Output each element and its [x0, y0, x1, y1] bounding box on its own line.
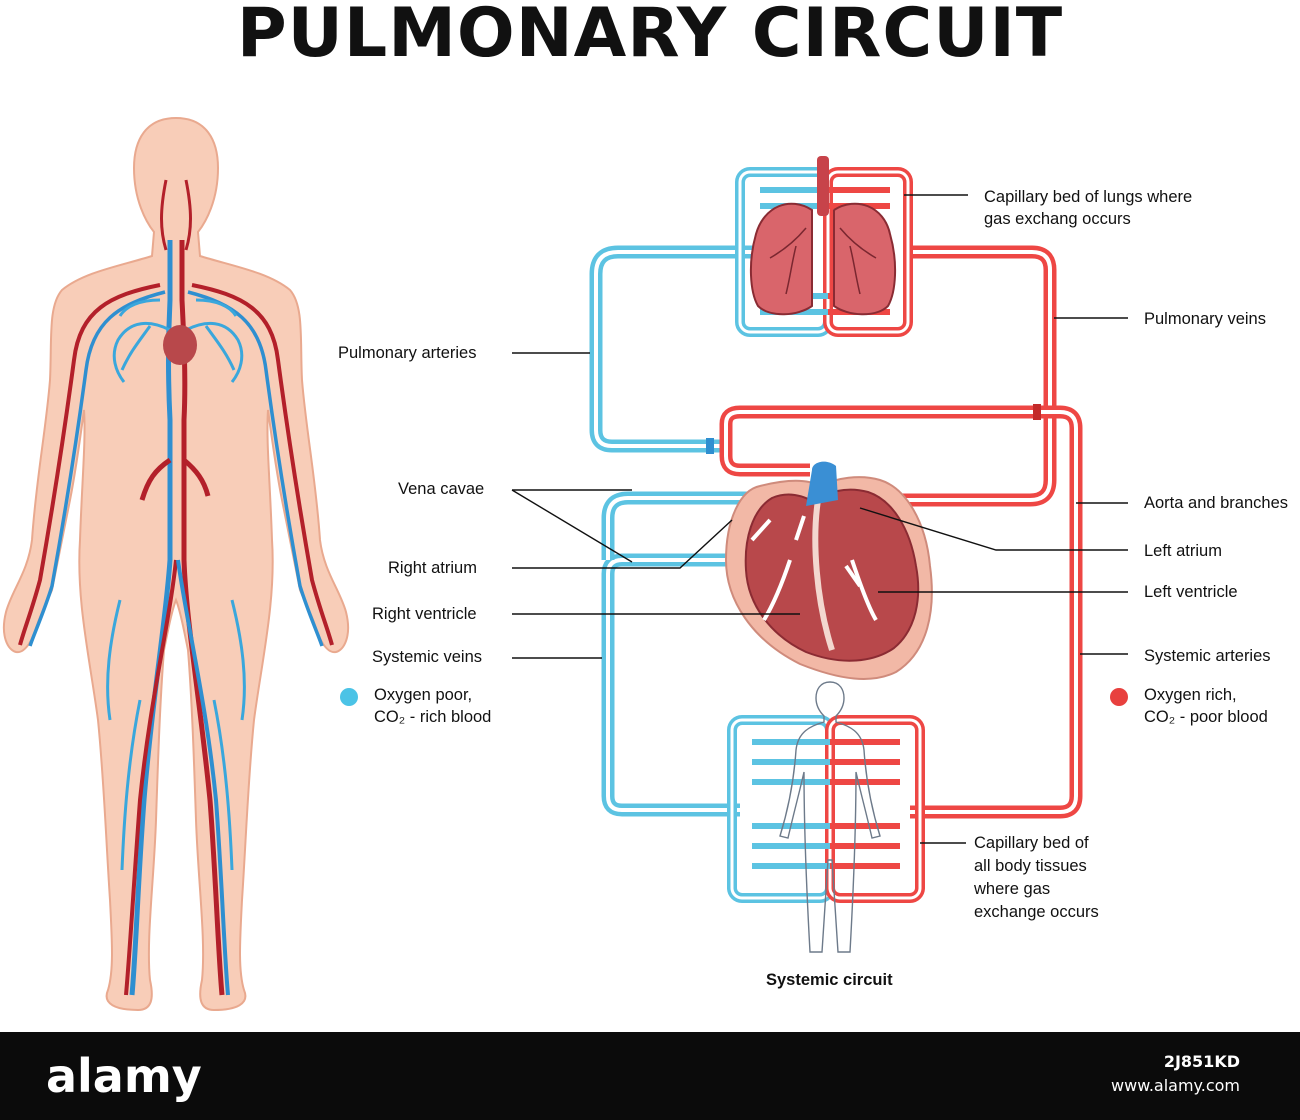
label-systemic-arteries: Systemic arteries: [1144, 647, 1271, 665]
label-pulmonary-veins: Pulmonary veins: [1144, 310, 1266, 328]
label-capillary-body: Capillary bed of all body tissues where …: [974, 834, 1099, 921]
label-right-atrium: Right atrium: [388, 559, 477, 577]
label-capillary-lungs-line1: Capillary bed of lungs where: [984, 188, 1193, 206]
aorta-vessel: [179, 240, 225, 996]
page-title: PULMONARY CIRCUIT: [236, 0, 1064, 73]
label-systemic-veins: Systemic veins: [372, 648, 483, 666]
right-arm-artery: [18, 283, 161, 646]
watermark-footer: alamy 2J851KD www.alamy.com: [0, 1032, 1300, 1120]
vessel-joint-blue: [706, 438, 714, 454]
lung-vessel-tree: [112, 298, 244, 383]
legend-oxygen-poor-line2: CO₂ - rich blood: [374, 708, 492, 726]
kidney-vessels: [139, 457, 211, 501]
trachea: [817, 156, 829, 216]
circuit-diagram: [511, 156, 1128, 953]
right-leg-artery: [124, 559, 178, 996]
neck-vessels: [160, 179, 192, 251]
label-systemic-circuit: Systemic circuit: [766, 971, 893, 989]
label-aorta: Aorta and branches: [1144, 494, 1289, 512]
left-lung: [833, 202, 897, 316]
body-outline-icon: [779, 681, 881, 953]
legend-oxygen-rich-line2: CO₂ - poor blood: [1144, 708, 1268, 726]
vessel-joint: [1033, 404, 1041, 420]
site-url: www.alamy.com: [1111, 1076, 1240, 1095]
aortic-arch: [806, 461, 838, 506]
human-body-figure: [2, 116, 350, 1012]
left-leg-vein: [176, 559, 230, 996]
label-capillary-lungs-line2: gas exchang occurs: [984, 210, 1131, 228]
label-right-ventricle: Right ventricle: [372, 605, 477, 623]
lung-capillary-bed: [735, 156, 913, 337]
body-heart-icon: [163, 325, 197, 365]
left-arm-artery: [191, 283, 334, 646]
legend-oxygen-poor-line1: Oxygen poor,: [374, 686, 473, 704]
image-id-block: 2J851KD www.alamy.com: [1111, 1050, 1240, 1098]
leader-lines: [511, 194, 1128, 844]
legend-oxygen-rich-dot: [1110, 688, 1128, 706]
image-id: 2J851KD: [1163, 1052, 1240, 1071]
label-vena-cavae: Vena cavae: [398, 480, 485, 498]
leg-veins-network: [106, 599, 246, 871]
systemic-capillary-bed: [727, 681, 925, 953]
label-left-atrium: Left atrium: [1144, 542, 1222, 560]
label-left-ventricle: Left ventricle: [1144, 583, 1238, 601]
left-arm-vein: [187, 290, 324, 647]
alamy-logo: alamy: [46, 1049, 202, 1103]
legend-oxygen-rich-line1: Oxygen rich,: [1144, 686, 1237, 704]
heart-septum: [812, 499, 835, 651]
right-arm-vein: [28, 290, 166, 647]
label-pulmonary-arteries: Pulmonary arteries: [338, 344, 477, 362]
legend-oxygen-poor-dot: [340, 688, 358, 706]
heart-illustration: [724, 461, 933, 680]
right-lung: [749, 202, 813, 316]
